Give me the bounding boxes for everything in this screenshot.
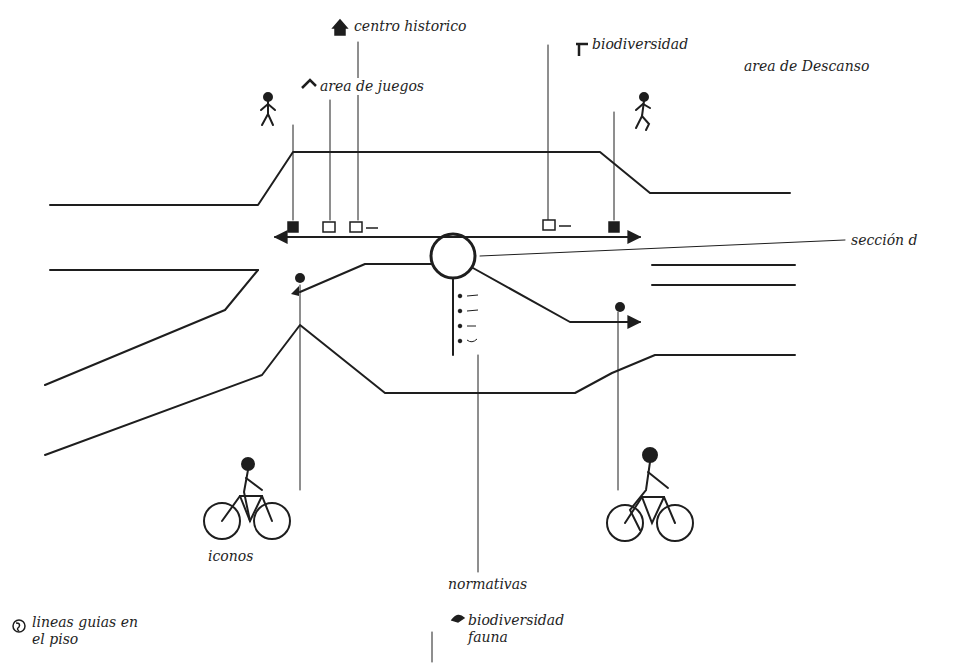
caption-label: normativas: [446, 576, 529, 593]
caption-label: iconos: [206, 548, 255, 565]
leader-line: [548, 45, 549, 220]
road-edge: [50, 269, 258, 271]
road-edge: [45, 325, 795, 455]
sign-post: [452, 278, 454, 355]
road-edge: [652, 264, 795, 266]
direction-arrow: [275, 236, 640, 238]
runner-figure: [636, 93, 650, 130]
note-label: lineas guias en el piso: [30, 614, 154, 648]
note-label: biodiversidad fauna: [466, 612, 585, 646]
road-edge: [45, 270, 258, 385]
road-edge: [652, 284, 795, 286]
small-icons: [13, 20, 588, 632]
bike-path: [300, 264, 431, 292]
leader-line: [300, 285, 301, 490]
place-label: centro historico: [352, 18, 469, 35]
section-label: sección d: [849, 232, 920, 249]
bike-path: [473, 268, 640, 322]
leader-line: [358, 42, 359, 220]
leader-line: [330, 100, 331, 220]
rules-list: [458, 294, 478, 343]
road-edge: [50, 152, 790, 205]
leader-line: [293, 125, 294, 220]
leader-line: [614, 112, 615, 220]
leader-line: [618, 312, 619, 490]
pedestrian-figure: [261, 93, 275, 125]
roundabout: [431, 234, 475, 278]
place-label: biodiversidad: [590, 36, 690, 53]
bicycle-figure: [204, 458, 290, 539]
area-label: area de Descanso: [742, 58, 871, 75]
markers: [291, 273, 625, 312]
sign-boxes: [288, 220, 619, 232]
leader-line: [478, 355, 479, 572]
leader-line: [432, 632, 433, 662]
place-label: area de juegos: [318, 78, 426, 95]
leader-line: [480, 240, 845, 256]
bicycle-figure: [607, 448, 693, 541]
